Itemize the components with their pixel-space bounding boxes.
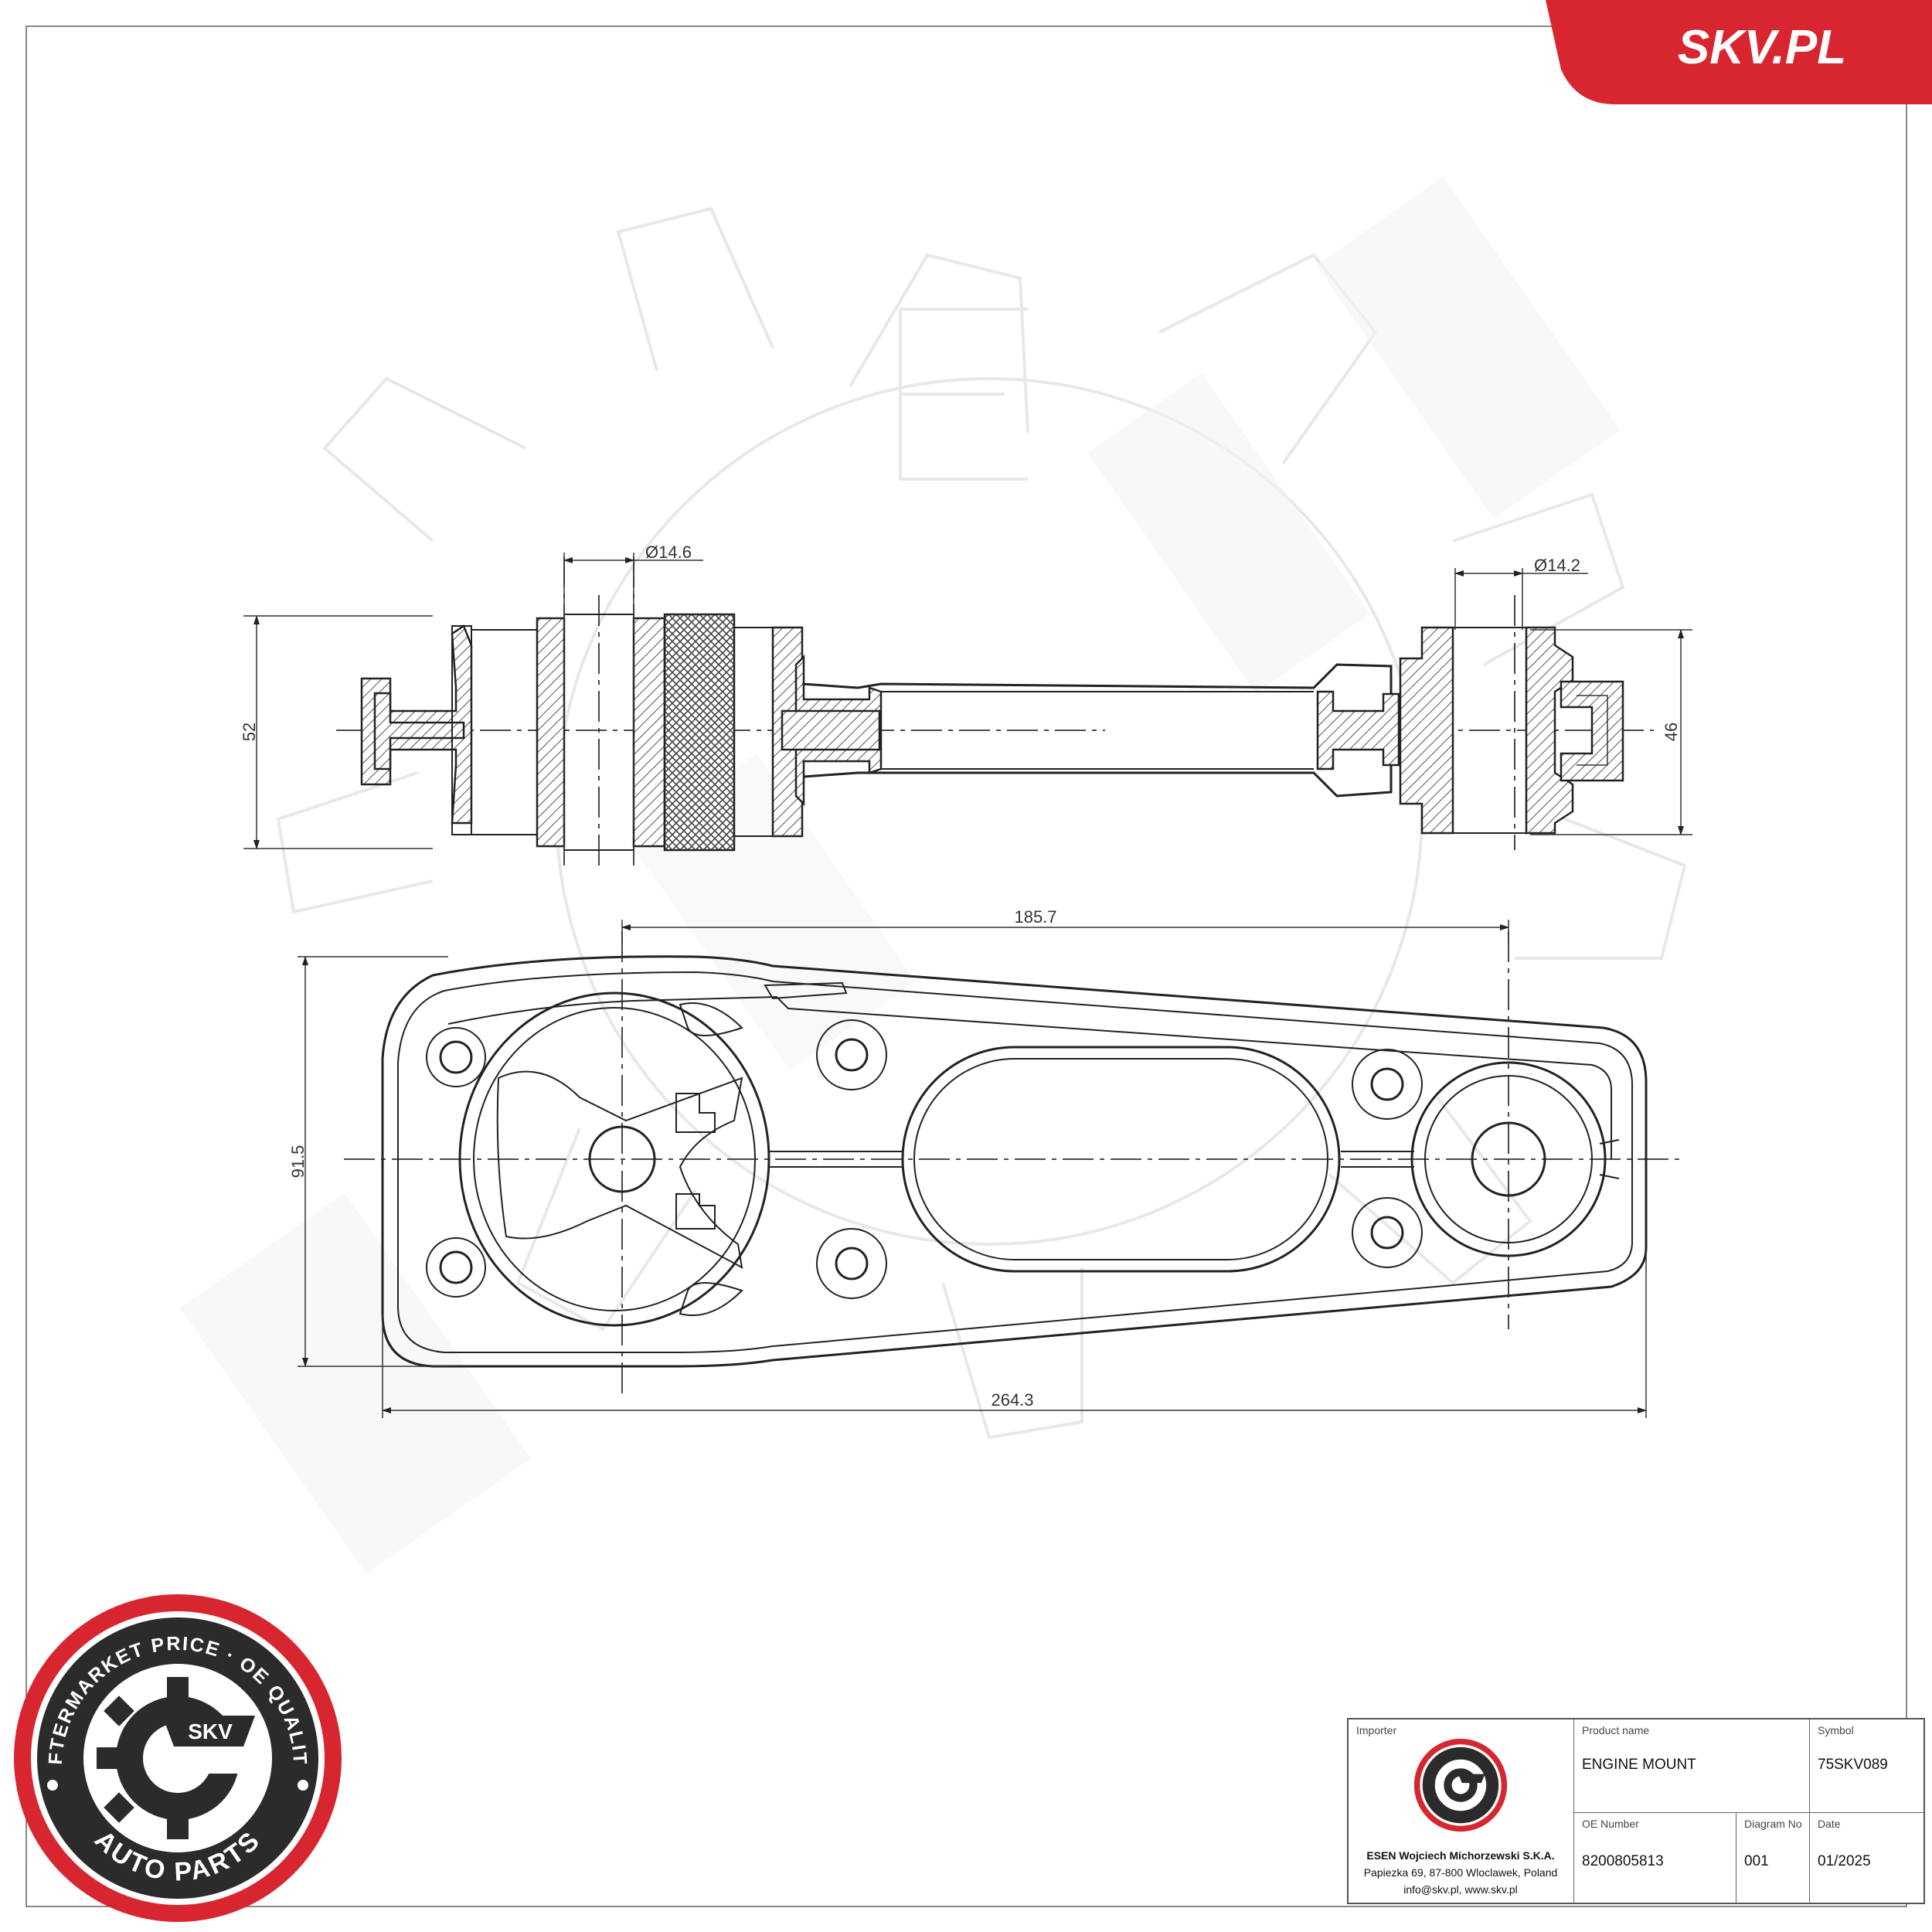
watermark bbox=[180, 176, 1687, 1574]
importer-contact: info@skv.pl, www.skv.pl bbox=[1403, 1883, 1518, 1896]
importer-seal-icon bbox=[1413, 1738, 1508, 1832]
dim-height-left: 52 bbox=[240, 723, 259, 741]
importer-caption: Importer bbox=[1356, 1724, 1397, 1736]
dim-center-distance: 185.7 bbox=[1014, 907, 1056, 927]
brand-seal: AFTERMARKET PRICE · OE QUALITY AUTO PART… bbox=[14, 1594, 342, 1922]
dim-overall-length: 264.3 bbox=[991, 1390, 1033, 1410]
symbol-caption: Symbol bbox=[1818, 1724, 1854, 1736]
plan-view: 91.5 185.7 264.3 bbox=[288, 907, 1685, 1418]
date-cell: Date 01/2025 bbox=[1809, 1812, 1925, 1903]
product-name-cell: Product name ENGINE MOUNT bbox=[1573, 1719, 1809, 1812]
side-view: 52 46 Ø14.6 Ø14.2 bbox=[240, 543, 1692, 866]
date-value: 01/2025 bbox=[1818, 1853, 1871, 1869]
diagram-no-caption: Diagram No bbox=[1744, 1818, 1802, 1830]
diagram-no-cell: Diagram No 001 bbox=[1736, 1812, 1809, 1903]
brand-tab bbox=[1546, 0, 1932, 104]
oe-number-caption: OE Number bbox=[1582, 1818, 1639, 1830]
importer-name: ESEN Wojciech Michorzewski S.K.A. bbox=[1366, 1849, 1555, 1862]
seal-center-text: SKV bbox=[188, 1719, 233, 1743]
dim-bore-right: Ø14.2 bbox=[1534, 556, 1580, 575]
date-caption: Date bbox=[1818, 1818, 1841, 1830]
sheet-border bbox=[26, 26, 1907, 1907]
oe-number-cell: OE Number 8200805813 bbox=[1573, 1812, 1736, 1903]
oe-number: 8200805813 bbox=[1582, 1853, 1664, 1869]
symbol-cell: Symbol 75SKV089 bbox=[1809, 1719, 1925, 1812]
diagram-no: 001 bbox=[1744, 1853, 1769, 1869]
title-block: Importer ESEN Wojciech Michorzewski S.K.… bbox=[1347, 1718, 1925, 1904]
dim-bore-left: Ø14.6 bbox=[645, 543, 692, 562]
importer-cell: Importer ESEN Wojciech Michorzewski S.K.… bbox=[1349, 1719, 1573, 1903]
product-name: ENGINE MOUNT bbox=[1582, 1757, 1696, 1773]
dim-height-right: 46 bbox=[1662, 723, 1681, 741]
importer-address: Papiezka 69, 87-800 Wloclawek, Poland bbox=[1363, 1866, 1558, 1879]
site-label: SKV.PL bbox=[1678, 21, 1846, 74]
dim-overall-width: 91.5 bbox=[288, 1145, 308, 1179]
symbol-value: 75SKV089 bbox=[1818, 1757, 1888, 1773]
product-name-caption: Product name bbox=[1582, 1724, 1650, 1736]
